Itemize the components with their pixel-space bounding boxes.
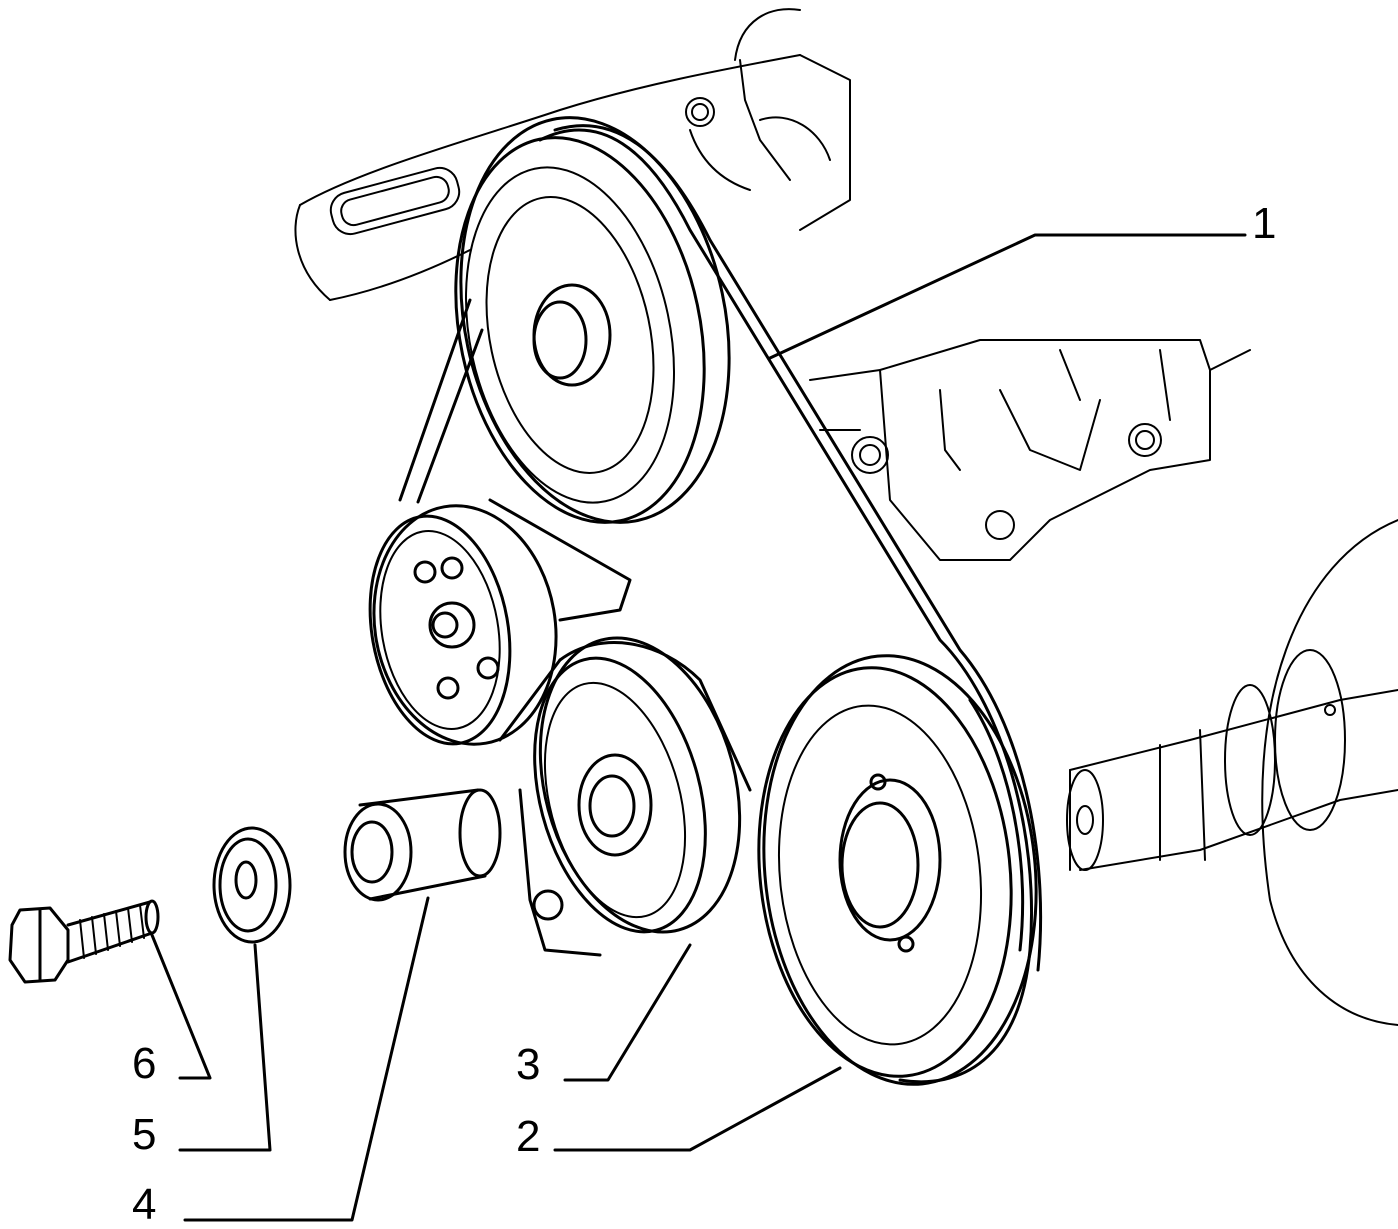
crank-small-pulley — [368, 498, 632, 746]
callout-3: 3 — [516, 1040, 541, 1089]
leader-lines — [150, 233, 1247, 1222]
spacer-bushing — [343, 788, 502, 902]
leader-line-3 — [563, 943, 692, 1082]
leader-line-4 — [183, 896, 430, 1222]
hex-bolt — [8, 899, 160, 984]
leader-line-6 — [150, 933, 212, 1080]
callout-2: 2 — [516, 1112, 541, 1161]
engine-bracket-upper — [294, 8, 851, 301]
engine-block-right — [809, 339, 1251, 561]
callout-1: 1 — [1252, 199, 1277, 248]
drive-shaft-right — [1066, 519, 1398, 1026]
leader-line-5 — [178, 943, 272, 1152]
callout-4: 4 — [132, 1180, 157, 1229]
callout-6: 6 — [132, 1039, 157, 1088]
upper-pulley — [454, 116, 731, 524]
tensioner-pulley — [518, 636, 742, 957]
leader-line-2 — [553, 1066, 842, 1152]
poly-v-belt — [398, 124, 1043, 1084]
leader-line-1 — [768, 233, 1247, 360]
washer — [212, 826, 292, 944]
large-pulley — [757, 654, 1038, 1086]
callout-5: 5 — [132, 1110, 157, 1159]
